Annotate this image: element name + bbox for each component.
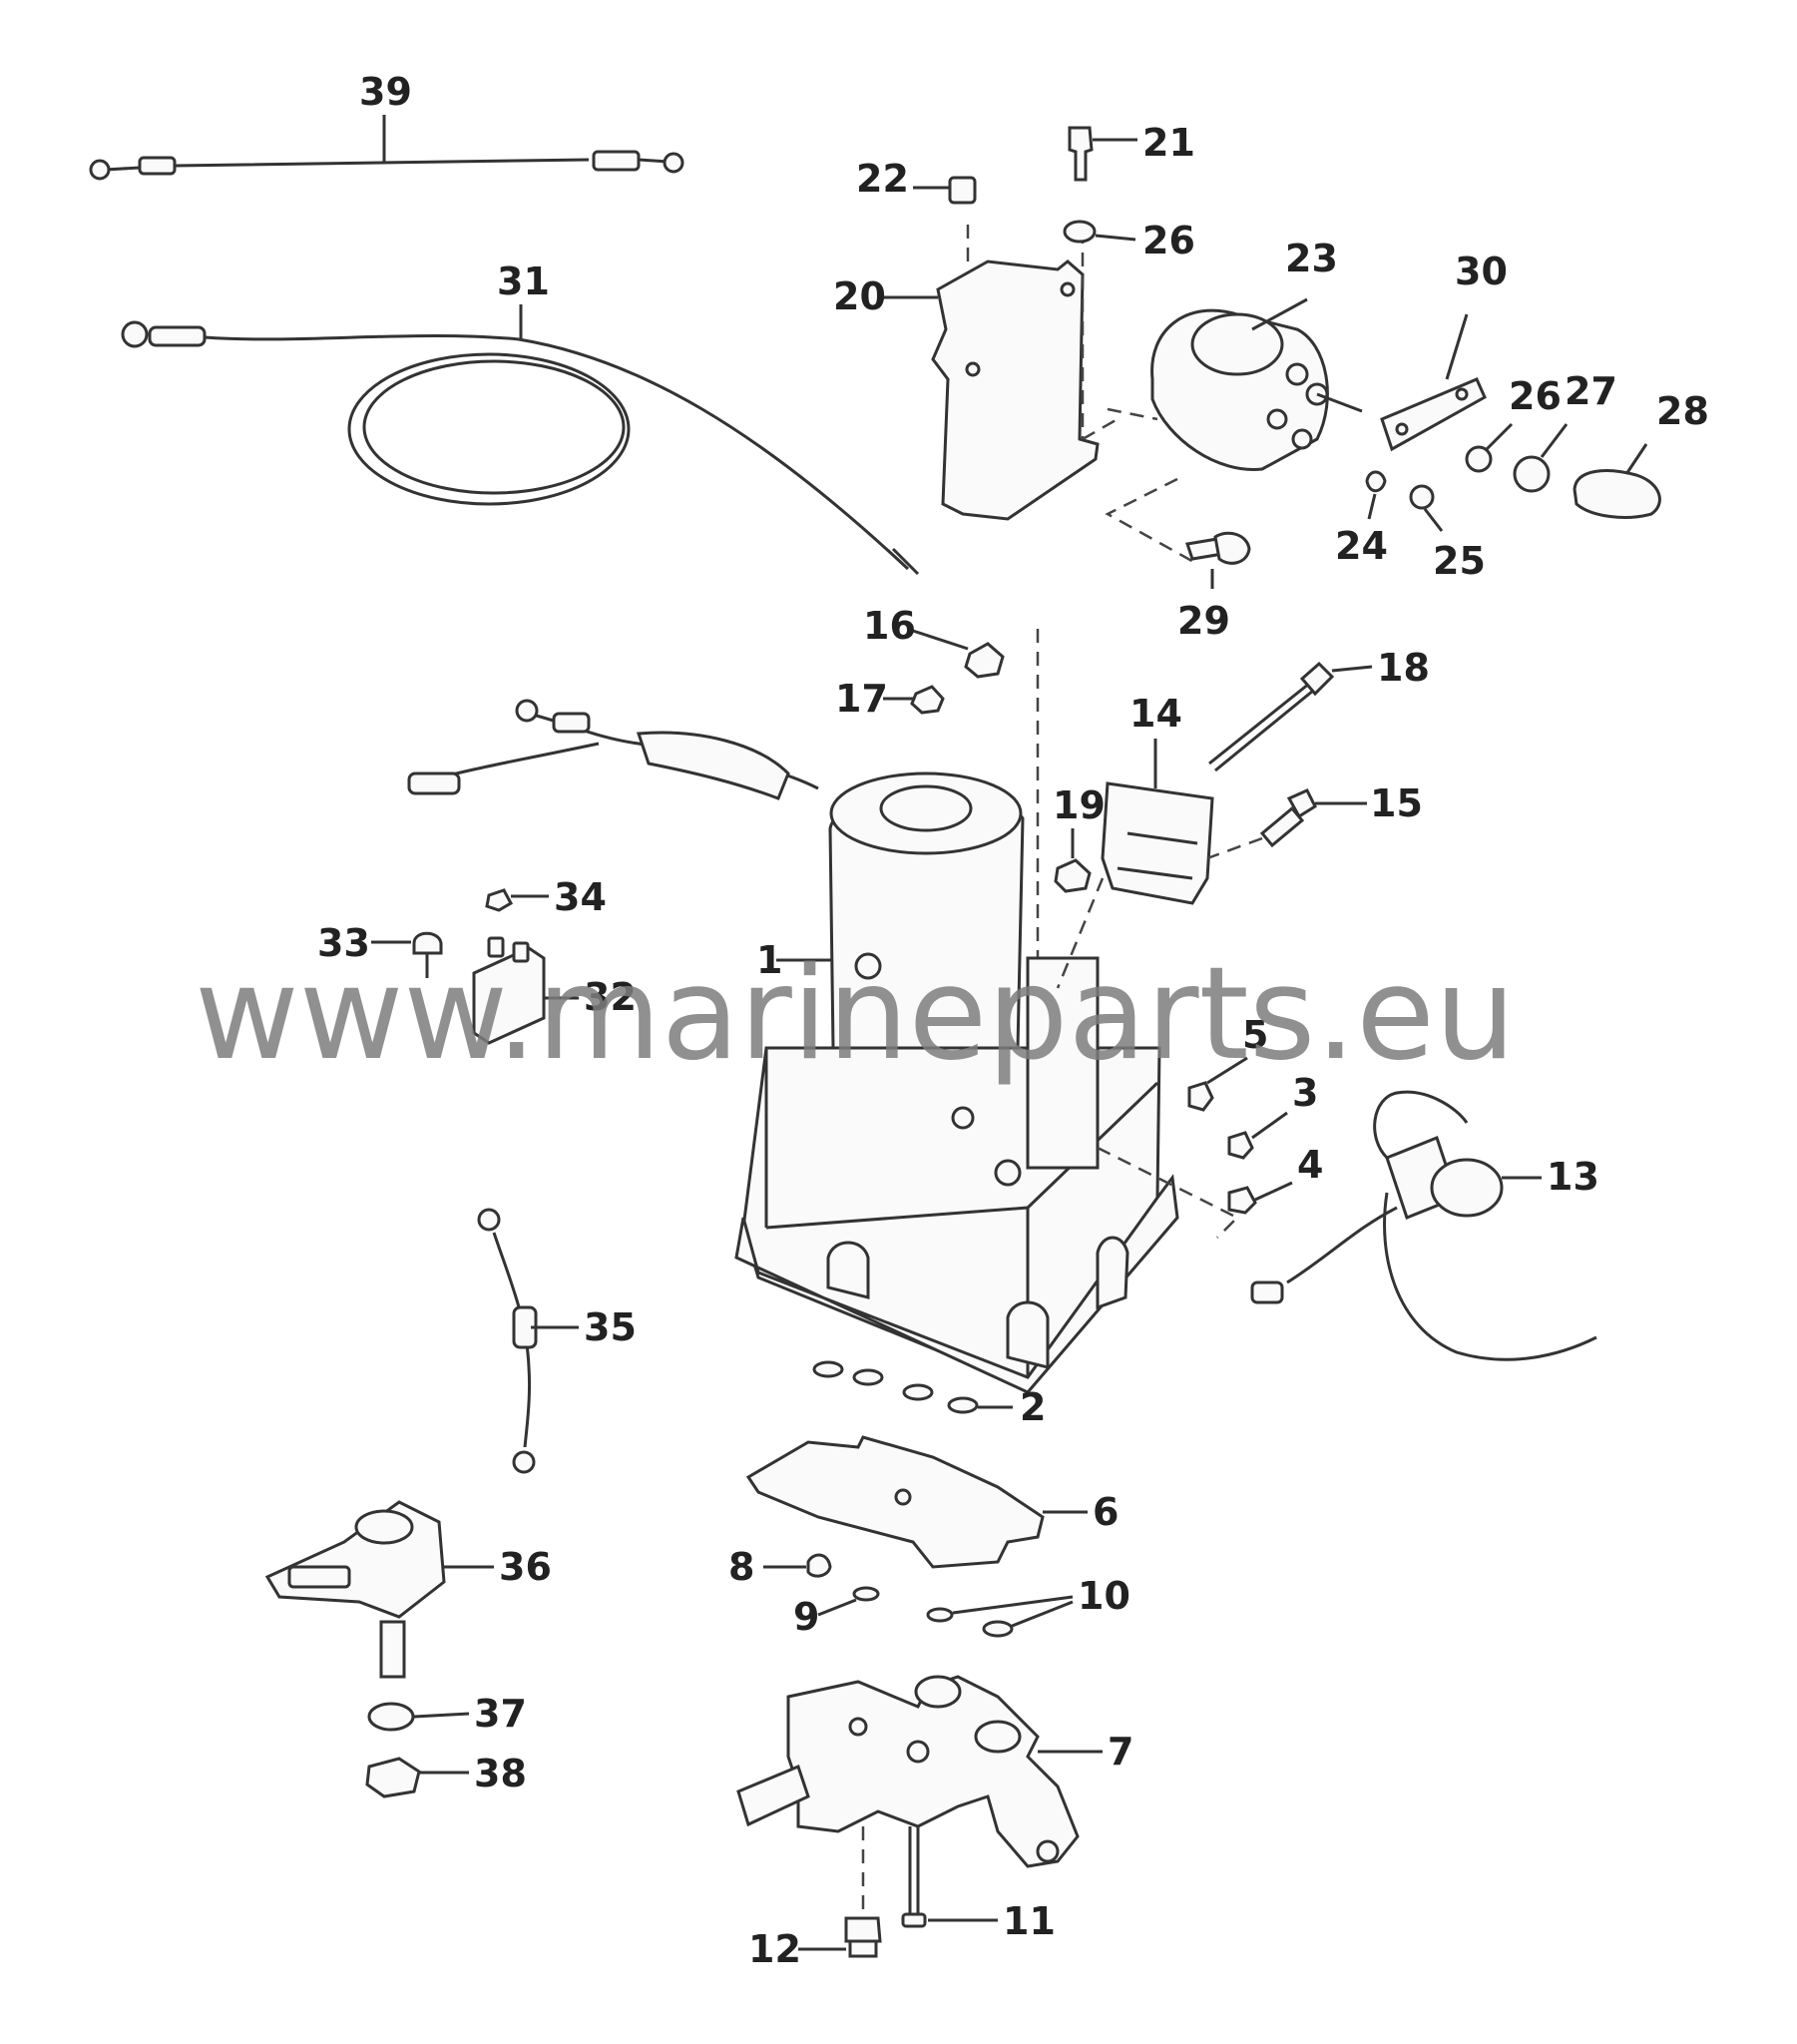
- callout-14: 14: [1129, 692, 1182, 736]
- part-20-bracket: [878, 225, 1119, 521]
- callout-9: 9: [793, 1595, 819, 1639]
- part-18-bolt: [1208, 661, 1373, 772]
- part-30-strap: [1380, 313, 1487, 452]
- part-8-clip: [763, 1553, 832, 1578]
- part-32-switch: [472, 936, 579, 1045]
- callout-29: 29: [1177, 599, 1230, 643]
- callout-39: 39: [359, 70, 412, 114]
- callout-27: 27: [1565, 369, 1617, 413]
- watermark: www.marineparts.eu: [195, 940, 1516, 1089]
- callout-16: 16: [863, 604, 916, 648]
- callout-22: 22: [856, 157, 909, 201]
- callout-28: 28: [1656, 389, 1709, 433]
- callout-25: 25: [1433, 539, 1486, 583]
- part-29-bolt: [1185, 531, 1251, 589]
- part-35-cable: [477, 1208, 579, 1474]
- callout-26-right: 26: [1509, 374, 1562, 418]
- callout-23: 23: [1285, 237, 1338, 280]
- callout-34: 34: [554, 875, 607, 919]
- callout-20: 20: [833, 274, 886, 318]
- part-3-nut: [1227, 1111, 1288, 1160]
- callout-17: 17: [835, 677, 888, 721]
- part-23-solenoid: [1105, 297, 1363, 566]
- part-38-nut: [365, 1757, 469, 1798]
- part-26-nut: [1465, 445, 1493, 473]
- callout-6: 6: [1093, 1490, 1119, 1534]
- part-21-screw: [1068, 126, 1137, 182]
- callout-2: 2: [1020, 1385, 1046, 1429]
- callout-3: 3: [1292, 1071, 1318, 1115]
- part-15-screw: [1206, 788, 1367, 860]
- part-37-washer: [367, 1702, 470, 1732]
- part-1-pump-assembly: [407, 699, 1179, 1394]
- callout-35: 35: [584, 1305, 637, 1349]
- part-6-plate: [745, 1435, 1088, 1569]
- callout-32: 32: [584, 975, 637, 1019]
- part-27-nut: [1513, 455, 1551, 493]
- part-26-washer: [1063, 220, 1097, 244]
- part-33-screw: [371, 931, 443, 978]
- callout-5: 5: [1242, 1013, 1268, 1057]
- part-2-washers: [812, 1360, 1013, 1414]
- callout-37: 37: [474, 1692, 527, 1736]
- callout-11: 11: [1003, 1899, 1056, 1943]
- callout-24: 24: [1335, 524, 1388, 568]
- callout-10: 10: [1078, 1574, 1130, 1618]
- part-28-boot: [1572, 469, 1661, 519]
- part-5-nut: [1187, 1056, 1248, 1112]
- part-7-valve-body: [736, 1675, 1103, 1868]
- callout-38: 38: [474, 1752, 527, 1795]
- callout-12: 12: [748, 1927, 801, 1971]
- part-16-nut: [912, 629, 1005, 679]
- part-10-washers: [926, 1595, 1074, 1638]
- callout-36: 36: [499, 1545, 552, 1589]
- callout-33: 33: [317, 921, 370, 965]
- part-4-washer: [1227, 1181, 1293, 1215]
- part-13-relay: [1250, 1090, 1597, 1361]
- part-22-nut: [948, 176, 977, 205]
- part-34-nut: [485, 888, 549, 912]
- part-17-nut: [883, 685, 945, 715]
- callout-13: 13: [1547, 1155, 1599, 1199]
- callout-31: 31: [497, 259, 550, 303]
- callout-26-top: 26: [1142, 219, 1195, 262]
- callout-1: 1: [756, 938, 782, 982]
- part-24-washer: [1365, 470, 1387, 493]
- callout-8: 8: [728, 1545, 754, 1589]
- callout-30: 30: [1455, 250, 1508, 293]
- part-31-coiled-cable: [121, 304, 920, 576]
- part-36-terminal-block: [264, 1500, 494, 1679]
- part-39-cable: [89, 115, 684, 181]
- callout-21: 21: [1142, 121, 1195, 165]
- callout-4: 4: [1297, 1143, 1323, 1187]
- part-11-bolt: [901, 1826, 998, 1928]
- part-19-nut: [1054, 858, 1092, 893]
- part-25-nut: [1409, 484, 1435, 510]
- callout-15: 15: [1370, 781, 1423, 825]
- part-9-washer: [817, 1586, 880, 1617]
- part-14-bracket: [1056, 739, 1214, 989]
- part-12-plug: [798, 1826, 882, 1958]
- callout-7: 7: [1108, 1730, 1133, 1774]
- callout-18: 18: [1377, 646, 1430, 690]
- callout-19: 19: [1053, 783, 1106, 827]
